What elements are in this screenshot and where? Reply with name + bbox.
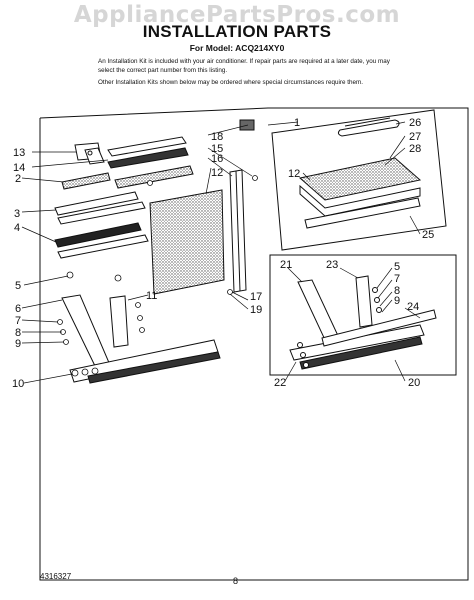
callout-label: 24 [407,301,419,313]
callout-label: 9 [394,295,400,307]
screws [57,175,258,377]
callout-label: 7 [15,315,21,327]
callout-label: 8 [394,285,400,297]
callout-label: 17 [250,291,262,303]
callout-label: 22 [274,377,286,389]
model-number: For Model: ACQ214XY0 [189,43,285,53]
vertical-channel [229,169,247,293]
callout-label: 8 [15,327,21,339]
inset-top-parts [298,117,422,229]
callout-label: 20 [408,377,420,389]
leader-lines [21,121,421,384]
intro-paragraph-2: Other Installation Kits shown below may … [98,79,363,86]
callout-label: 25 [422,229,434,241]
support-brackets [61,294,221,384]
bracket-part [74,142,105,165]
main-frame [39,107,469,581]
callout-label: 9 [15,338,21,350]
callout-labels: 1 2 3 4 5 6 7 8 9 10 11 12 13 14 15 16 1… [12,117,434,390]
callout-label: 6 [15,303,21,315]
filler-panel [149,189,225,295]
callout-label: 19 [250,304,262,316]
watermark: AppliancePartsPros.com [73,2,401,28]
callout-label: 10 [12,378,24,390]
callout-label: 12 [211,167,223,179]
side-rails [54,136,194,259]
callout-label: 1 [294,117,300,129]
page-number: 8 [233,576,239,586]
intro-paragraph-1: An Installation Kit is included with you… [98,58,390,74]
callout-label: 16 [211,153,223,165]
callout-label: 5 [15,280,21,292]
callout-label: 12 [288,168,300,180]
callout-label: 15 [211,143,223,155]
callout-label: 28 [409,143,421,155]
callout-label: 18 [211,131,223,143]
callout-label: 2 [15,173,21,185]
inset-bottom-parts [289,275,437,370]
callout-label: 27 [409,131,421,143]
callout-label: 26 [409,117,421,129]
callout-label: 7 [394,273,400,285]
page-title: INSTALLATION PARTS [142,22,332,41]
callout-label: 11 [146,290,157,302]
callout-label: 4 [14,222,20,234]
document-code: 4316327 [40,572,72,581]
callout-label: 21 [280,259,292,271]
callout-label: 5 [394,261,400,273]
callout-label: 14 [13,162,25,174]
inset-box-bottom [269,254,457,376]
callout-label: 3 [14,208,20,220]
inset-box-top [271,109,447,251]
callout-label: 13 [13,147,25,159]
callout-label: 23 [326,259,338,271]
